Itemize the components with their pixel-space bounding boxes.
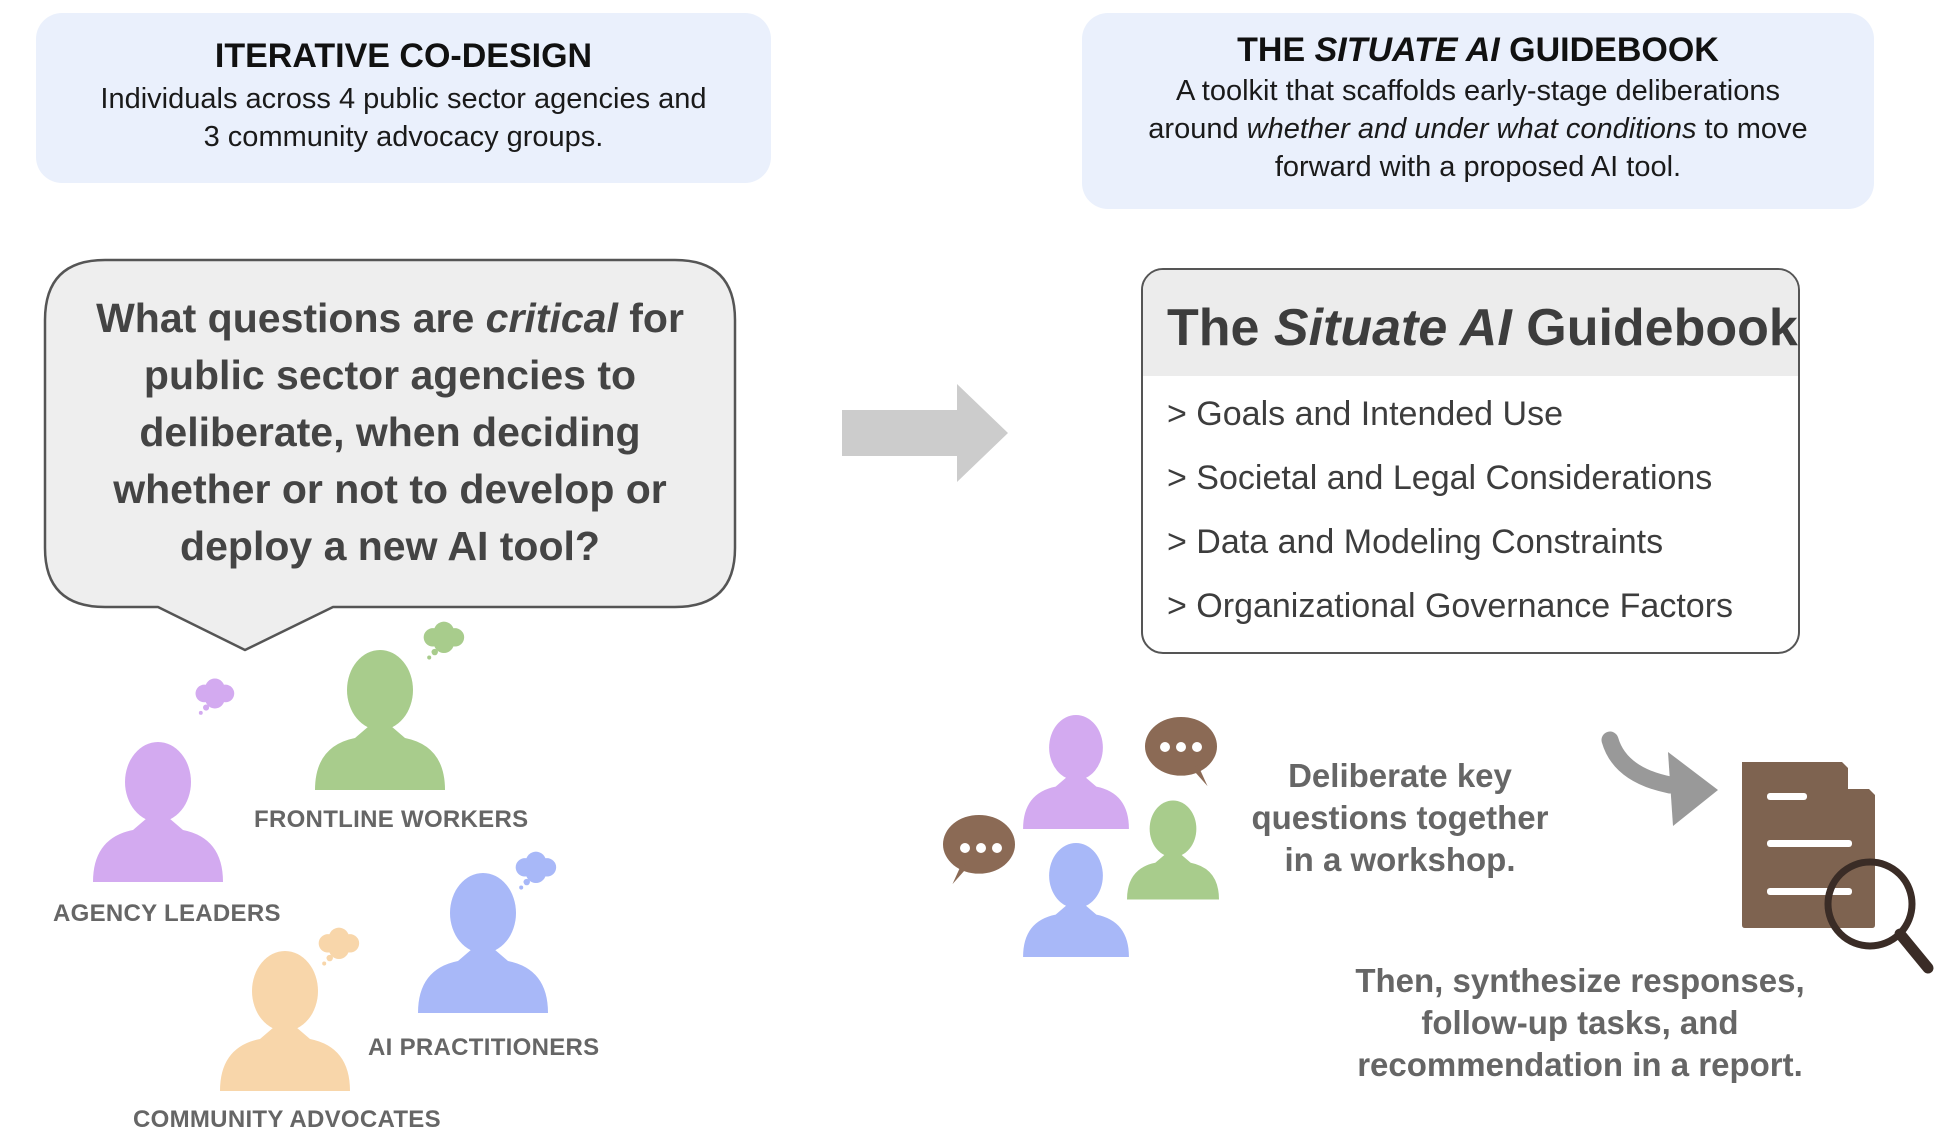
arrow-right-icon (842, 384, 1008, 482)
chat-bubble-icon (943, 814, 1015, 885)
codesign-box: ITERATIVE CO-DESIGN Individuals across 4… (36, 13, 771, 183)
question-line-1-suffix: for (617, 295, 684, 341)
role-advocates: COMMUNITY ADVOCATES (133, 1106, 441, 1133)
guidebook-summary-title-prefix: THE (1237, 31, 1315, 69)
guidebook-item-data: > Data and Modeling Constraints (1167, 523, 1664, 561)
guidebook-item-governance: > Organizational Governance Factors (1167, 587, 1734, 625)
guidebook-card: The Situate AI Guidebook > Goals and Int… (1141, 268, 1800, 654)
document-icon (1742, 762, 1875, 928)
critical-question: What questions are critical for public s… (50, 290, 730, 575)
workshop-text: Deliberate key questions together in a w… (1215, 755, 1585, 881)
question-line-4: whether or not to develop or (113, 466, 667, 512)
chat-bubble-icon (1145, 716, 1217, 787)
workshop-line-3: in a workshop. (1284, 841, 1516, 878)
guidebook-summary-desc-3: forward with a proposed AI tool. (1274, 151, 1682, 183)
guidebook-summary-desc-2-suffix: to move (1696, 113, 1808, 145)
question-line-1: What questions are critical for (50, 290, 730, 347)
report-line-3: recommendation in a report. (1357, 1046, 1803, 1083)
question-line-1-italic: critical (485, 295, 618, 341)
question-line-1-prefix: What questions are (96, 295, 486, 341)
magnifier-icon (1824, 858, 1934, 974)
guidebook-item-societal: > Societal and Legal Considerations (1167, 459, 1713, 497)
guidebook-item-goals: > Goals and Intended Use (1167, 395, 1563, 433)
curved-arrow-icon (1601, 731, 1718, 826)
role-leaders: AGENCY LEADERS (53, 900, 281, 927)
guidebook-summary-desc-2-prefix: around (1148, 113, 1247, 145)
guidebook-summary-desc-1: A toolkit that scaffolds early-stage del… (1176, 75, 1780, 107)
report-text: Then, synthesize responses, follow-up ta… (1290, 960, 1870, 1086)
guidebook-summary-desc-2: around whether and under what conditions… (1082, 110, 1874, 148)
report-line-2: follow-up tasks, and (1421, 1004, 1739, 1041)
workshop-line-2: questions together (1251, 799, 1549, 836)
guidebook-card-title: The Situate AI Guidebook (1143, 270, 1798, 376)
guidebook-card-title-italic: Situate AI (1273, 299, 1512, 357)
workshop-blue-person-icon (1023, 843, 1129, 957)
guidebook-summary-box: THE SITUATE AI GUIDEBOOK A toolkit that … (1082, 13, 1874, 209)
guidebook-summary-title-suffix: GUIDEBOOK (1499, 31, 1719, 69)
role-frontline: FRONTLINE WORKERS (254, 806, 529, 833)
report-line-1: Then, synthesize responses, (1355, 962, 1805, 999)
question-line-3: deliberate, when deciding (139, 409, 641, 455)
codesign-title: ITERATIVE CO-DESIGN (214, 37, 593, 75)
role-practitioners: AI PRACTITIONERS (368, 1034, 600, 1061)
codesign-desc-2: 3 community advocacy groups. (203, 121, 604, 153)
question-line-5: deploy a new AI tool? (180, 523, 600, 569)
guidebook-summary-title: THE SITUATE AI GUIDEBOOK (1082, 31, 1874, 70)
workshop-line-1: Deliberate key (1288, 757, 1512, 794)
workshop-green-person-icon (1127, 800, 1219, 900)
guidebook-card-title-suffix: Guidebook (1511, 299, 1798, 357)
workshop-purple-person-icon (1023, 715, 1129, 829)
guidebook-card-title-prefix: The (1167, 299, 1274, 357)
guidebook-summary-title-italic: SITUATE AI (1314, 31, 1500, 69)
codesign-desc-1: Individuals across 4 public sector agenc… (100, 83, 707, 115)
guidebook-summary-desc-2-italic: whether and under what conditions (1246, 113, 1697, 145)
question-line-2: public sector agencies to (143, 352, 637, 398)
